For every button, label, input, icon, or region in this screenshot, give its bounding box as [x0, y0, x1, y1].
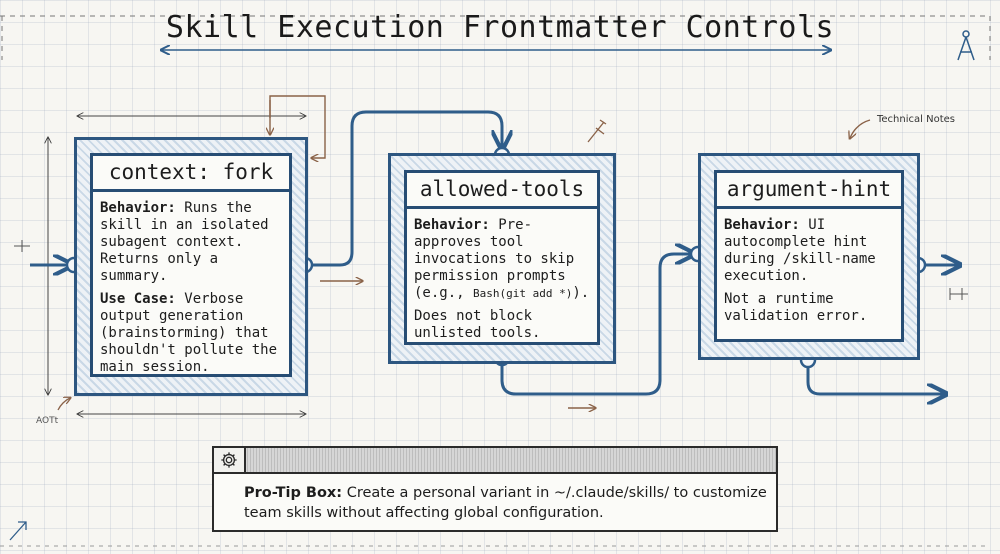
card-heading: allowed-tools — [407, 173, 597, 209]
pen-icon — [587, 119, 607, 143]
card-body: Behavior: Pre-approves tool invocations … — [407, 209, 597, 354]
pro-tip-box: Pro-Tip Box: Create a personal variant i… — [212, 446, 778, 532]
compass-icon — [957, 30, 975, 61]
technical-notes-arrow — [850, 119, 871, 138]
card-context-fork: context: fork Behavior: Runs the skill i… — [90, 153, 292, 377]
note-text: Does not block unlisted tools. — [414, 308, 541, 341]
pro-tip-text: Create a personal variant in ~/.claude/s… — [244, 485, 767, 521]
usecase-label: Use Case: — [100, 291, 176, 307]
card-heading: context: fork — [93, 156, 289, 192]
gear-icon — [214, 448, 246, 472]
pro-tip-content: Pro-Tip Box: Create a personal variant i… — [214, 474, 776, 523]
behavior-label: Behavior: — [414, 217, 490, 233]
behavior-label: Behavior: — [724, 217, 800, 233]
helper-arrow-3 — [57, 398, 70, 411]
usecase-text: Verbose output generation (brainstorming… — [100, 291, 278, 375]
card-heading: argument-hint — [717, 173, 901, 209]
card-allowed-tools: allowed-tools Behavior: Pre-approves too… — [404, 170, 600, 345]
behavior-text: Runs the skill in an isolated subagent c… — [100, 200, 269, 284]
note-text: Not a runtime validation error. — [724, 291, 868, 324]
behavior-text: Pre-approves tool invocations to skip pe… — [414, 217, 575, 301]
behavior-tail: ). — [572, 285, 590, 301]
code-snippet: Bash(git add *) — [473, 287, 573, 300]
exit-arrow-bottom — [806, 360, 944, 394]
technical-notes-label: Technical Notes — [877, 114, 955, 125]
behavior-text: UI autocomplete hint during /skill-name … — [724, 217, 876, 284]
page-title: Skill Execution Frontmatter Controls — [165, 10, 835, 45]
side-tick-label: AOTt — [36, 416, 59, 426]
card-body: Behavior: UI autocomplete hint during /s… — [717, 209, 901, 337]
connector-tools-to-hint — [500, 254, 692, 396]
card-body: Behavior: Runs the skill in an isolated … — [93, 192, 289, 388]
connector-fork-to-tools — [305, 110, 502, 267]
corner-arrow-icon — [9, 521, 27, 541]
pro-tip-titlebar — [214, 448, 776, 474]
tick-mark-left — [14, 240, 30, 252]
card-argument-hint: argument-hint Behavior: UI autocomplete … — [714, 170, 904, 342]
pro-tip-label: Pro-Tip Box: — [244, 485, 343, 501]
tick-mark-right — [949, 288, 968, 300]
behavior-label: Behavior: — [100, 200, 176, 216]
